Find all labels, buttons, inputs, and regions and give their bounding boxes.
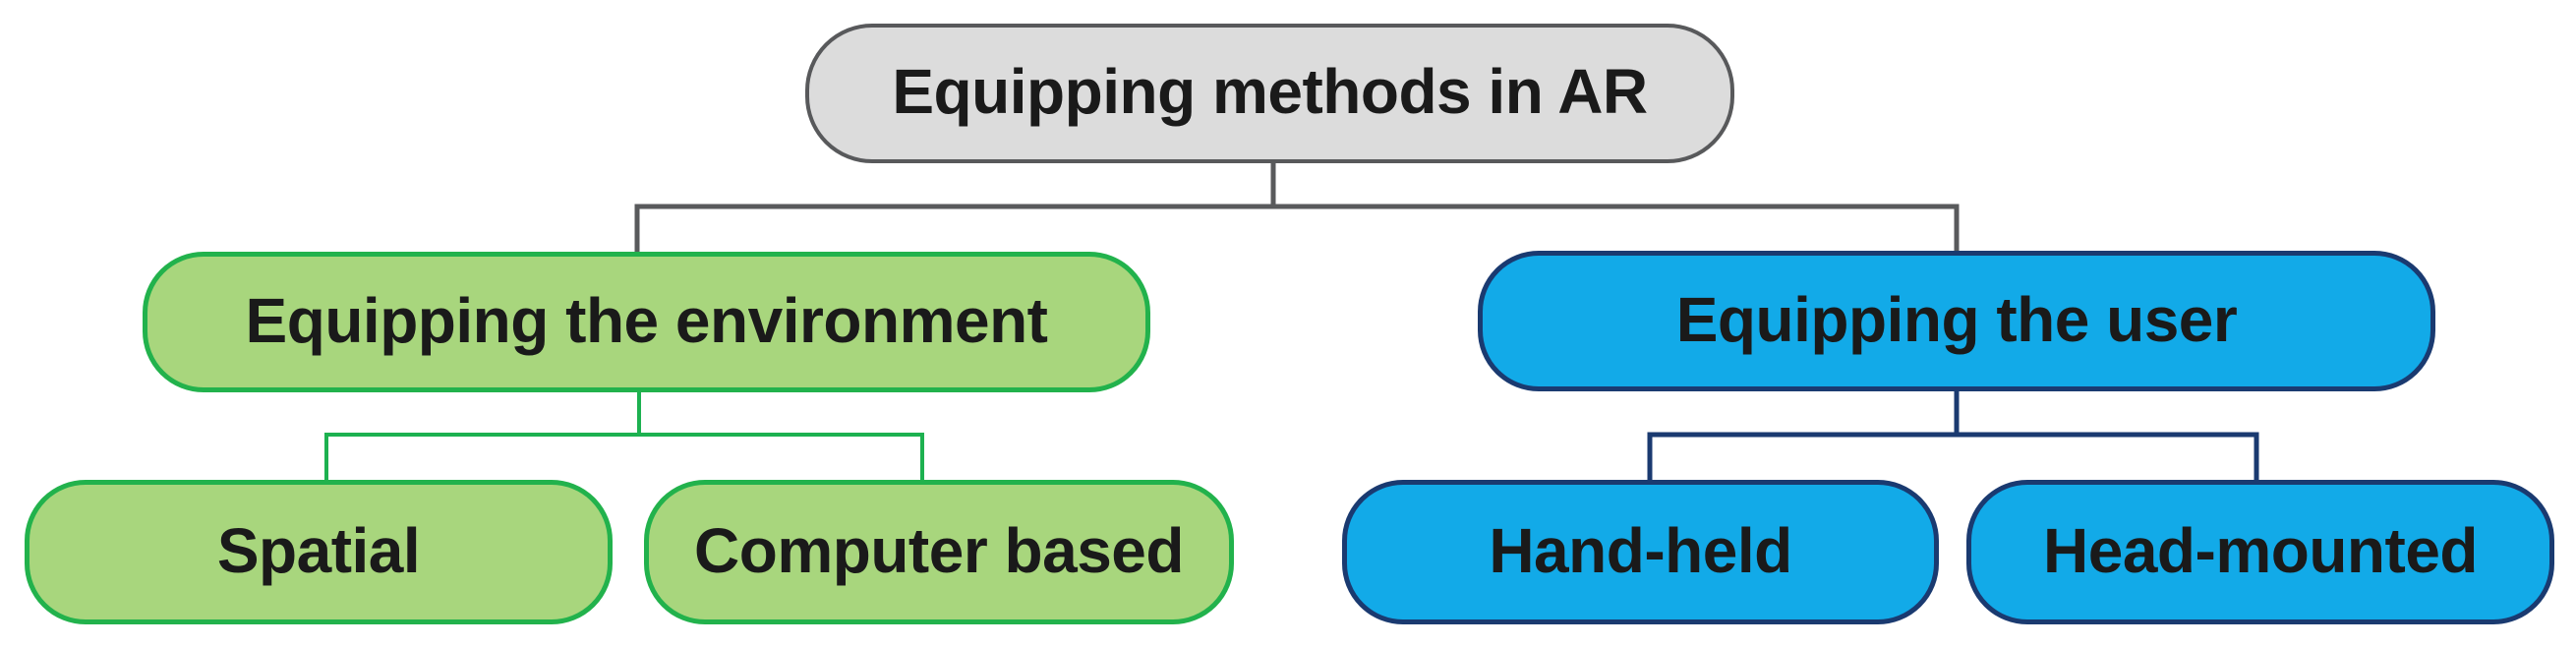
node-label: Computer based	[694, 514, 1184, 586]
node-label: Equipping the user	[1675, 283, 2238, 355]
node-label: Equipping the environment	[245, 284, 1048, 356]
node-label: Equipping methods in AR	[892, 56, 1648, 127]
connector-user-children	[1647, 432, 2259, 482]
node-equipping-the-environment: Equipping the environment	[143, 252, 1150, 392]
node-computer-based: Computer based	[644, 480, 1234, 624]
connector-environment-children	[324, 433, 924, 482]
node-equipping-methods-in-ar: Equipping methods in AR	[805, 24, 1734, 163]
node-head-mounted: Head-mounted	[1966, 480, 2554, 624]
node-hand-held: Hand-held	[1342, 480, 1939, 624]
node-spatial: Spatial	[25, 480, 613, 624]
node-equipping-the-user: Equipping the user	[1478, 251, 2435, 391]
node-label: Spatial	[216, 514, 421, 586]
node-label: Head-mounted	[2043, 514, 2479, 586]
connector-root-children	[634, 204, 1960, 254]
node-label: Hand-held	[1489, 514, 1792, 586]
